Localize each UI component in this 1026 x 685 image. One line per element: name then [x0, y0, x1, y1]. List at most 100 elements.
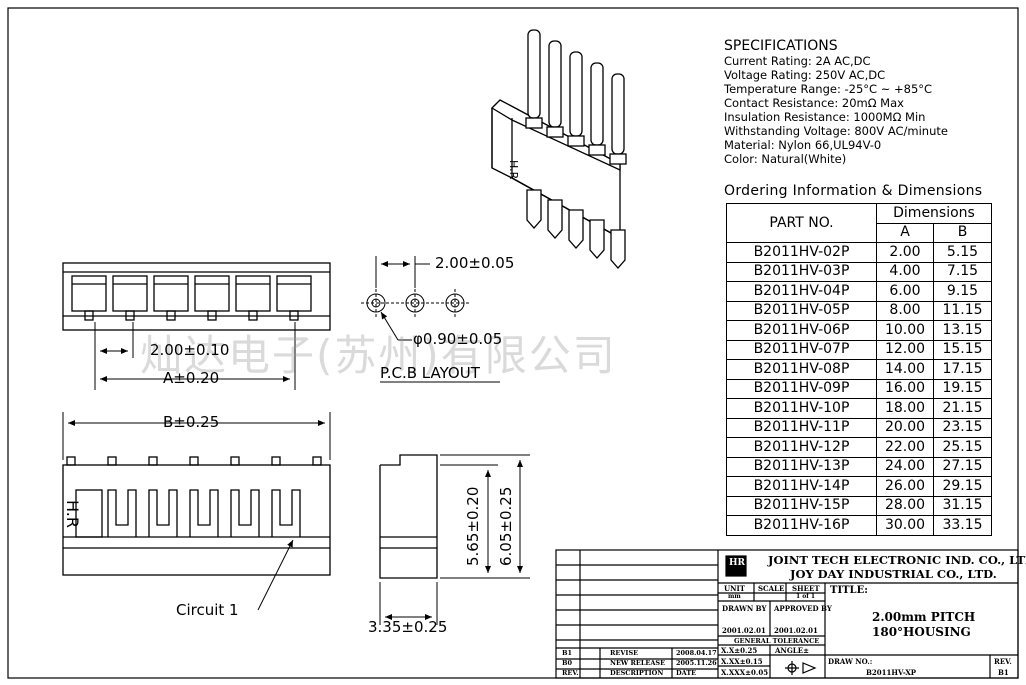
- dim-b-cell: 29.15: [933, 476, 992, 497]
- top-view-cell: [71, 275, 107, 312]
- dim-b-cell: 15.15: [933, 339, 992, 360]
- general-tolerance: GENERAL TOLERANCE: [734, 637, 820, 645]
- b-dimension: B±0.25: [163, 413, 220, 431]
- front-view-latch: [66, 456, 76, 466]
- unit-value: mm: [728, 593, 741, 600]
- front-view-latch: [312, 456, 322, 466]
- front-view-latch: [148, 456, 158, 466]
- dim-b-cell: 5.15: [933, 242, 992, 263]
- sheet-border: [7, 7, 1019, 679]
- top-view-cell: [112, 275, 148, 312]
- part-number-cell: B2011HV-02P: [726, 242, 877, 263]
- front-view-slot: [271, 489, 301, 537]
- approved-date: 2001.02.01: [774, 626, 818, 635]
- top-view-pin: [84, 310, 94, 321]
- spec-line: Withstanding Voltage: 800V AC/minute: [724, 124, 948, 138]
- revision-desc: DESCRIPTION: [610, 669, 664, 677]
- top-dimensions: [94, 322, 296, 390]
- dim-a-cell: 12.00: [876, 339, 934, 360]
- company-name: JOINT TECH ELECTRONIC IND. CO., LTD.: [768, 553, 1026, 567]
- title-label: TITLE:: [830, 585, 868, 596]
- dim-b-cell: 17.15: [933, 359, 992, 380]
- pcb-pitch-dimension: 2.00±0.05: [435, 254, 515, 272]
- top-view-pin: [207, 310, 217, 321]
- front-view-latch: [107, 456, 117, 466]
- a-dimension: A±0.20: [163, 369, 220, 387]
- housing-mark: H.R: [63, 500, 82, 528]
- isometric-pin: [590, 62, 604, 146]
- title-block-grid: [555, 549, 1019, 679]
- title-line-1: 2.00mm PITCH: [872, 610, 976, 624]
- company-alt-name: JOY DAY INDUSTRIAL CO., LTD.: [790, 567, 997, 581]
- revision-rev: B0: [562, 659, 573, 667]
- part-number-cell: B2011HV-13P: [726, 456, 877, 477]
- isometric-contact: [610, 229, 626, 269]
- ordering-title: Ordering Information & Dimensions: [724, 183, 983, 199]
- pcb-layout-label: P.C.B LAYOUT: [380, 364, 480, 382]
- isometric-pin-collar: [546, 126, 564, 138]
- svg-text:H.R: H.R: [507, 160, 520, 180]
- top-view-pin: [166, 310, 176, 321]
- spec-line: Insulation Resistance: 1000MΩ Min: [724, 110, 926, 124]
- tolerance-xxx: X.XXX±0.05: [721, 668, 769, 677]
- dim-a-cell: 10.00: [876, 320, 934, 341]
- dim-b-cell: 9.15: [933, 281, 992, 302]
- isometric-pin: [569, 51, 583, 137]
- drawn-by-label: DRAWN BY: [722, 604, 767, 613]
- dim-a-cell: 2.00: [876, 242, 934, 263]
- top-view-pin: [248, 310, 258, 321]
- side-dimensions: [379, 454, 530, 625]
- dim-b-cell: 7.15: [933, 261, 992, 282]
- top-view-cell: [235, 275, 271, 312]
- isometric-view: H.R: [490, 29, 627, 269]
- height-605-dimension: 6.05±0.25: [497, 486, 515, 566]
- dim-a-cell: 20.00: [876, 417, 934, 438]
- front-dimensions: [62, 412, 331, 611]
- part-number-cell: B2011HV-16P: [726, 515, 877, 536]
- part-number-cell: B2011HV-04P: [726, 281, 877, 302]
- revision-desc: REVISE: [610, 649, 639, 657]
- dim-a-cell: 16.00: [876, 378, 934, 399]
- company-logo: HR: [729, 558, 745, 568]
- spec-line: Current Rating: 2A AC,DC: [724, 54, 871, 68]
- isometric-pin: [611, 73, 625, 155]
- unit-label: UNIT: [724, 584, 745, 593]
- revision-desc: NEW RELEASE: [610, 659, 666, 667]
- part-number-cell: B2011HV-15P: [726, 495, 877, 516]
- revision-rev: B1: [562, 649, 573, 657]
- isometric-pin-collar: [588, 144, 606, 156]
- front-view-latch: [271, 456, 281, 466]
- part-number-cell: B2011HV-11P: [726, 417, 877, 438]
- revision-date: 2005.11.26: [676, 659, 717, 667]
- watermark: 灿达电子(苏州)有限公司: [140, 331, 617, 380]
- spec-line: Temperature Range: -25°C ~ +85°C: [724, 82, 933, 96]
- sheet-label: SHEET: [792, 584, 820, 593]
- dim-a-cell: 6.00: [876, 281, 934, 302]
- part-number-cell: B2011HV-05P: [726, 300, 877, 321]
- revision-rev: REV.: [562, 669, 579, 677]
- part-number-cell: B2011HV-14P: [726, 476, 877, 497]
- angle-tolerance: ANGLE±: [775, 646, 809, 655]
- dim-a-cell: 24.00: [876, 456, 934, 477]
- tolerance-xx: X.XX±0.15: [721, 657, 763, 666]
- isometric-contact: [526, 189, 542, 229]
- circuit-label: Circuit 1: [176, 601, 239, 619]
- draw-no: B2011HV-XP: [866, 668, 917, 677]
- top-view-cell: [194, 275, 230, 312]
- spec-line: Voltage Rating: 250V AC,DC: [724, 68, 886, 82]
- approved-by-label: APPROVED BY: [774, 604, 832, 613]
- part-number-cell: B2011HV-07P: [726, 339, 877, 360]
- spec-line: Color: Natural(White): [724, 152, 847, 166]
